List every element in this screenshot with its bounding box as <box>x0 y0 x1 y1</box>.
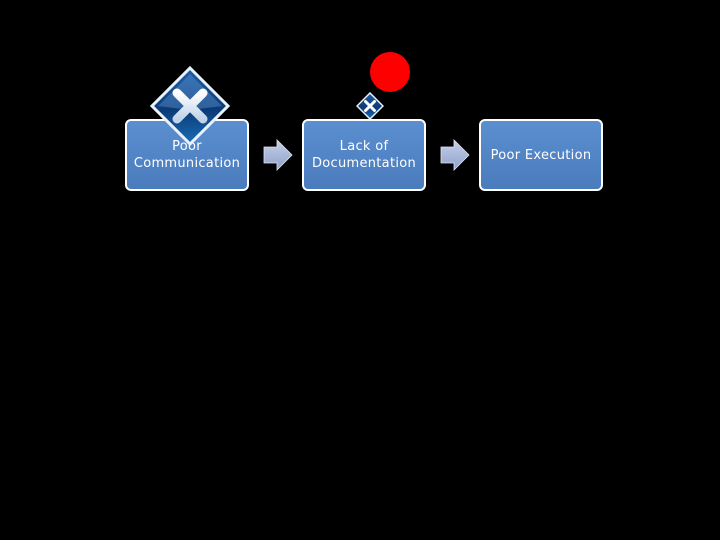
delete-x-diamond-icon <box>150 66 230 146</box>
step-label: Poor Communication <box>133 139 241 171</box>
step-box-poor-execution: Poor Execution <box>479 119 603 191</box>
flow-arrow-icon <box>263 139 293 171</box>
delete-x-diamond-icon-small <box>356 92 384 120</box>
red-dot-marker <box>370 52 410 92</box>
flow-arrow-icon <box>440 139 470 171</box>
step-label: Poor Execution <box>490 147 592 163</box>
step-label: Lack of Documentation <box>311 139 417 171</box>
step-box-lack-of-documentation: Lack of Documentation <box>302 119 426 191</box>
